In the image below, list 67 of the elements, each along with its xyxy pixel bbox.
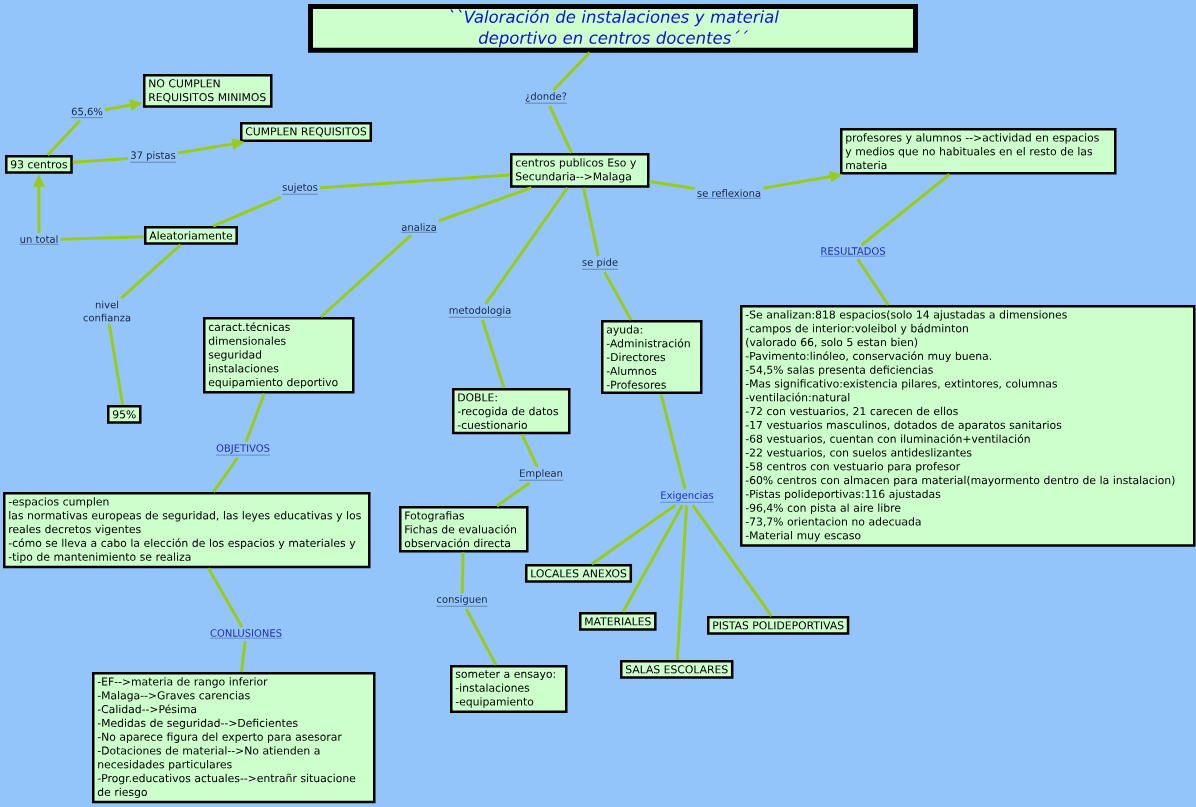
concept-box: -espacios cumplen las normativas europeas de seguridad, las leyes educativas y los reales decretos vigentes -cómo se lleva a cabo la elección de los espacios y materiales y -tipo de mantenimiento se realiza: [3, 492, 371, 569]
linking-phrase: analiza: [401, 223, 437, 233]
linking-phrase: 37 pistas: [130, 151, 176, 163]
linking-phrase: 65,6%: [70, 107, 104, 118]
concept-box: CUMPLEN REQUISITOS: [240, 122, 373, 142]
connector: [621, 504, 684, 613]
concept-box: Aleatoriamente: [144, 226, 238, 245]
concept-box: profesores y alumnos -->actividad en espacios y medios que no habituales en el resto de las materia: [840, 128, 1117, 175]
linking-phrase: se reflexiona: [696, 189, 762, 199]
connector: [481, 319, 506, 389]
connector: [438, 186, 532, 223]
concept-box: SALAS ESCOLARES: [620, 660, 734, 679]
connector: [659, 393, 687, 490]
concept-box: -Se analizan:818 espacios(solo 14 ajustadas a dimensiones -campos de interior:voleibol y bádminton (valorado 66, solo 5 estan bien) -Pavimento:linóleo, conservación muy buena. -54,5% salas presenta deficiencias -Mas significativo:existencia pilares, extintores, columnas -ventilación:natural -72 con vestuarios, 21 carecen de ellos -17 vestuarios masculinos, dotados de aparatos sanitarios -68 vestuarios, cuentan con iluminación+ventilación -22 vestuarios, con suelos antideslizantes -58 centros con vestuario para profesor -60% centros con almacen para material(mayormento dentro de la instalacion) -Pistas polideportivas:116 ajustadas -96,4% con pista al aire libre -73,7% orientacion no adecuada -Material muy escaso: [740, 305, 1196, 547]
connector: [107, 323, 125, 406]
linking-phrase: se pide: [581, 258, 619, 270]
concept-box: centros publicos Eso y Secundaria-->Malaga: [510, 153, 650, 188]
connector: [207, 567, 244, 628]
linking-phrase: metodologia: [448, 306, 512, 318]
linking-phrase: RESULTADOS: [820, 247, 886, 257]
connector: [244, 393, 266, 443]
linking-phrase: Exigencias: [660, 491, 714, 503]
connector: [590, 503, 677, 566]
linking-phrase: un total: [19, 235, 59, 245]
connector: [691, 504, 773, 617]
concept-box: someter a ensayo: -instalaciones -equipamiento: [450, 665, 568, 713]
linking-phrase: Emplean: [518, 469, 564, 481]
connector: [72, 157, 129, 164]
connector: [520, 433, 539, 468]
connector: [60, 235, 145, 241]
connector: [240, 640, 247, 673]
connector: [319, 233, 413, 319]
concept-box: NO CUMPLEN REQUISITOS MINIMOS: [143, 74, 273, 108]
concept-box: ayuda: -Administración -Directores -Alumnos -Profesores: [601, 320, 703, 395]
connector: [119, 243, 182, 300]
concept-box: caract.técnicas dimensionales seguridad instalaciones equipamiento deportivo: [203, 317, 355, 394]
linking-phrase: ¿donde?: [524, 92, 568, 104]
connector: [860, 173, 951, 247]
connector: [548, 105, 573, 154]
concept-box: MATERIALES: [579, 612, 657, 631]
connector: [856, 258, 890, 306]
concept-box: 93 centros: [5, 155, 73, 174]
connector: [460, 552, 465, 593]
connector: [464, 608, 498, 666]
concept-box: PISTAS POLIDEPORTIVAS: [707, 616, 850, 635]
connector: [603, 271, 633, 321]
concept-box: DOBLE: -recogida de datos -cuestionario: [452, 388, 571, 435]
concept-box: 95%: [107, 405, 142, 424]
linking-phrase: CONLUSIONES: [209, 629, 283, 639]
connector: [649, 179, 695, 191]
connector: [212, 195, 282, 228]
connector: [212, 457, 239, 493]
connector: [495, 481, 531, 508]
connector: [552, 51, 591, 92]
connector: [484, 186, 569, 305]
connector: [675, 504, 689, 661]
concept-box: Fotografias Fichas de evaluación observación directa: [399, 506, 529, 553]
connector: [319, 173, 511, 190]
linking-phrase: nivel confianza: [83, 300, 131, 322]
title-box: ``Valoración de instalaciones y material deportivo en centros docentes´´: [308, 4, 918, 53]
linking-phrase: sujetos: [281, 183, 319, 195]
linking-phrase: consiguen: [436, 595, 488, 607]
connector: [46, 119, 82, 157]
concept-box: LOCALES ANEXOS: [525, 564, 633, 583]
connector: [582, 187, 600, 257]
concept-box: -EF-->materia de rango inferior -Malaga-->Graves carencias -Calidad-->Pésima -Medidas de seguridad-->Deficientes -No aparece figura del experto para asesorar -Dotaciones de material-->No atienden a necesidades particulares -Progr.educativos actuales-->entrañr situacione de riesgo: [92, 672, 376, 804]
linking-phrase: OBJETIVOS: [215, 444, 271, 456]
